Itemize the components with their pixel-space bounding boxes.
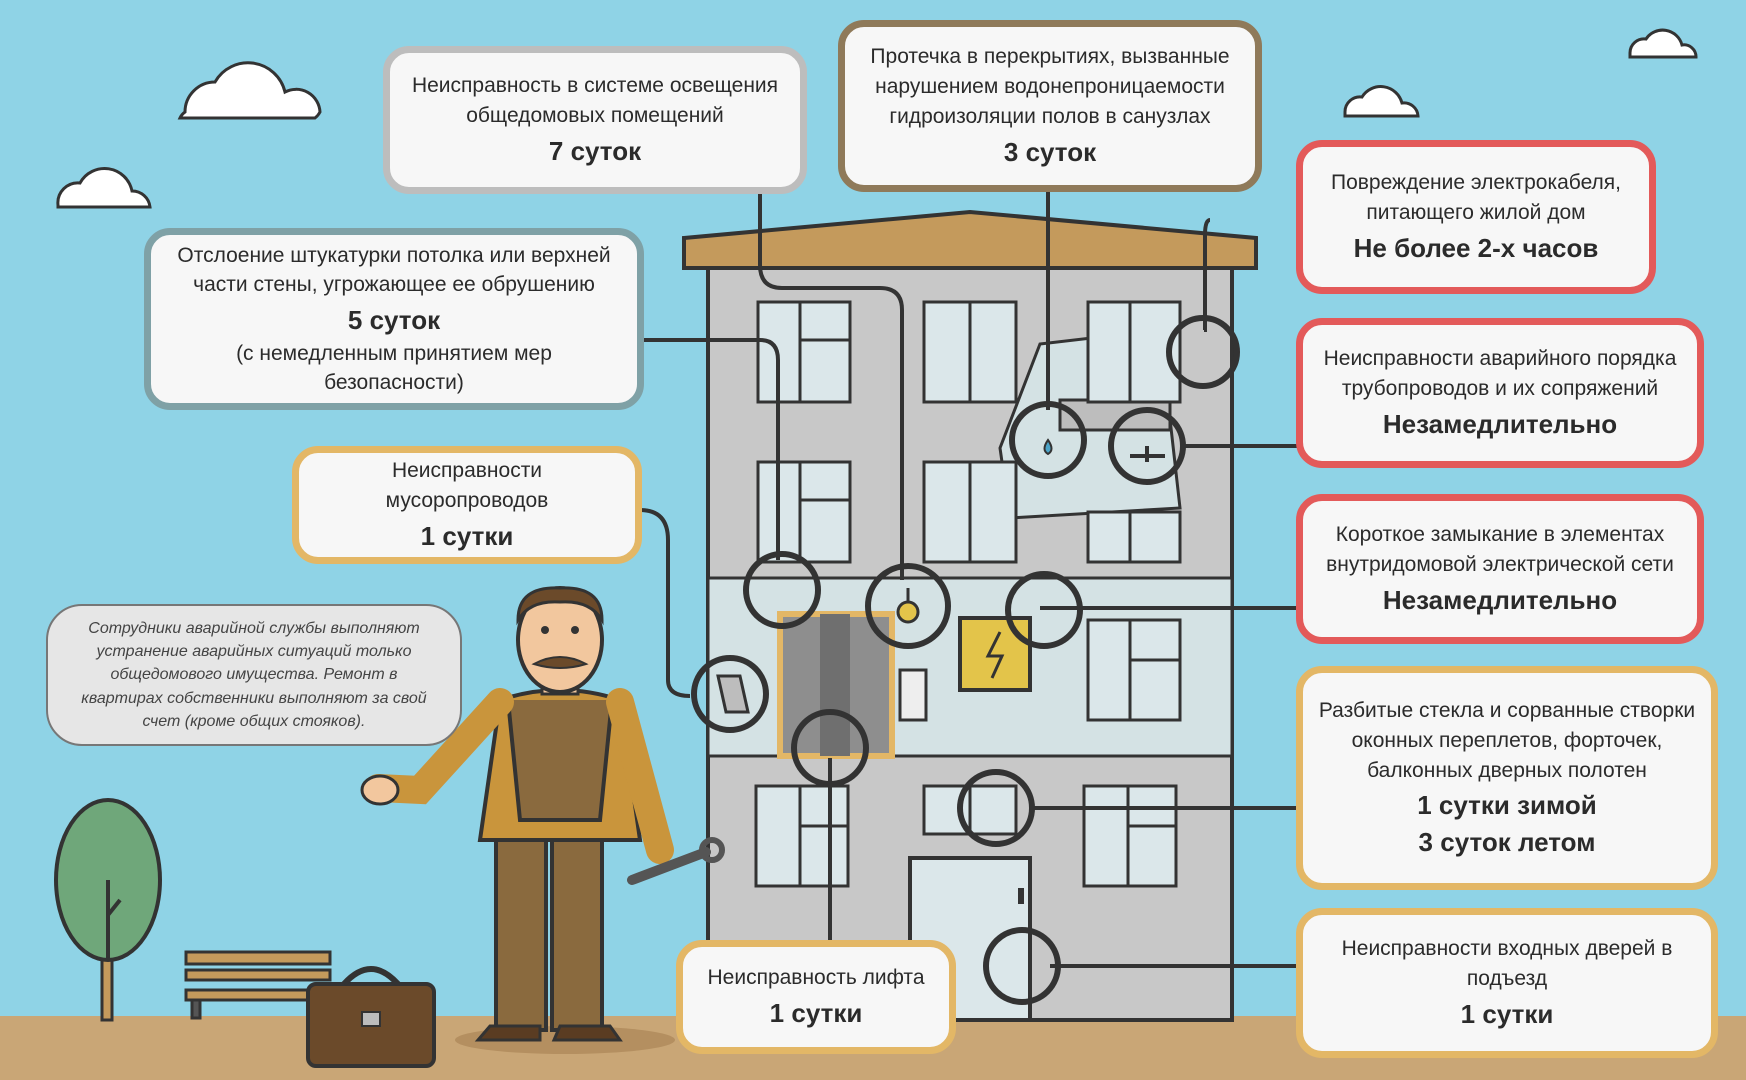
card-short-text: Короткое замыкание в элементах внутридом…	[1326, 522, 1674, 576]
magnifier-circles	[691, 315, 1240, 1005]
card-chute: Неисправности мусоропроводов 1 сутки	[292, 446, 642, 564]
cloud-icon	[177, 61, 322, 120]
card-cable-text: Повреждение электрокабеля, питающего жил…	[1330, 170, 1622, 224]
connector-lines	[639, 188, 1300, 968]
card-glass: Разбитые стекла и сорванные створки окон…	[1296, 666, 1718, 890]
card-pipes: Неисправности аварийного порядка трубопр…	[1296, 318, 1704, 468]
card-lighting-text: Неисправность в системе освещения общедо…	[411, 73, 779, 127]
wrench-icon	[627, 837, 725, 885]
water-drop-icon	[1043, 438, 1053, 456]
card-glass-text: Разбитые стекла и сорванные створки окон…	[1318, 698, 1696, 782]
card-short-value: Незамедлительно	[1382, 584, 1618, 615]
toolbox-icon	[306, 966, 436, 1068]
card-chute-text: Неисправности мусоропроводов	[385, 459, 549, 512]
cloud-icon	[1343, 85, 1420, 118]
windows	[754, 300, 1182, 888]
card-plaster-text: Отслоение штукатурки потолка или верхней…	[177, 243, 611, 297]
card-cable-value: Не более 2-х часов	[1353, 232, 1599, 263]
cloud-icon	[56, 166, 152, 209]
card-cable: Повреждение электрокабеля, питающего жил…	[1296, 140, 1656, 294]
cloud-icon	[1628, 28, 1698, 59]
speech-bubble: Сотрудники аварийной службы выполняют ус…	[46, 604, 462, 746]
card-doors-text: Неисправности входных дверей в подъезд	[1341, 936, 1673, 990]
card-glass-value2: 3 суток летом	[1418, 826, 1596, 857]
card-lighting-value: 7 суток	[548, 135, 642, 166]
card-plaster-note: (с немедленным принятием мер безопасност…	[236, 341, 552, 395]
card-pipes-text: Неисправности аварийного порядка трубопр…	[1323, 346, 1677, 400]
tree-icon	[54, 798, 162, 1022]
card-elevator-text: Неисправность лифта	[707, 965, 925, 989]
card-lighting: Неисправность в системе освещения общедо…	[383, 46, 807, 194]
worker-figure	[360, 586, 675, 1054]
speech-text: Сотрудники аварийной службы выполняют ус…	[81, 620, 427, 730]
card-chute-value: 1 сутки	[420, 520, 514, 551]
valve-icon	[1130, 446, 1165, 462]
card-leak: Протечка в перекрытиях, вызванные наруше…	[838, 20, 1262, 192]
card-leak-text: Протечка в перекрытиях, вызванные наруше…	[870, 45, 1230, 128]
card-plaster: Отслоение штукатурки потолка или верхней…	[144, 228, 644, 410]
card-short: Короткое замыкание в элементах внутридом…	[1296, 494, 1704, 644]
card-plaster-value: 5 суток	[347, 305, 441, 336]
card-elevator: Неисправность лифта 1 сутки	[676, 940, 956, 1054]
card-pipes-value: Незамедлительно	[1382, 408, 1618, 439]
card-doors: Неисправности входных дверей в подъезд 1…	[1296, 908, 1718, 1058]
garbage-chute-icon	[716, 674, 750, 714]
card-leak-value: 3 суток	[1003, 136, 1097, 167]
card-doors-value: 1 сутки	[1460, 998, 1554, 1029]
electrical-panel-icon	[958, 616, 1032, 692]
bulb-icon	[896, 588, 920, 624]
card-glass-value: 1 сутки зимой	[1417, 790, 1597, 821]
card-elevator-value: 1 сутки	[769, 997, 863, 1028]
